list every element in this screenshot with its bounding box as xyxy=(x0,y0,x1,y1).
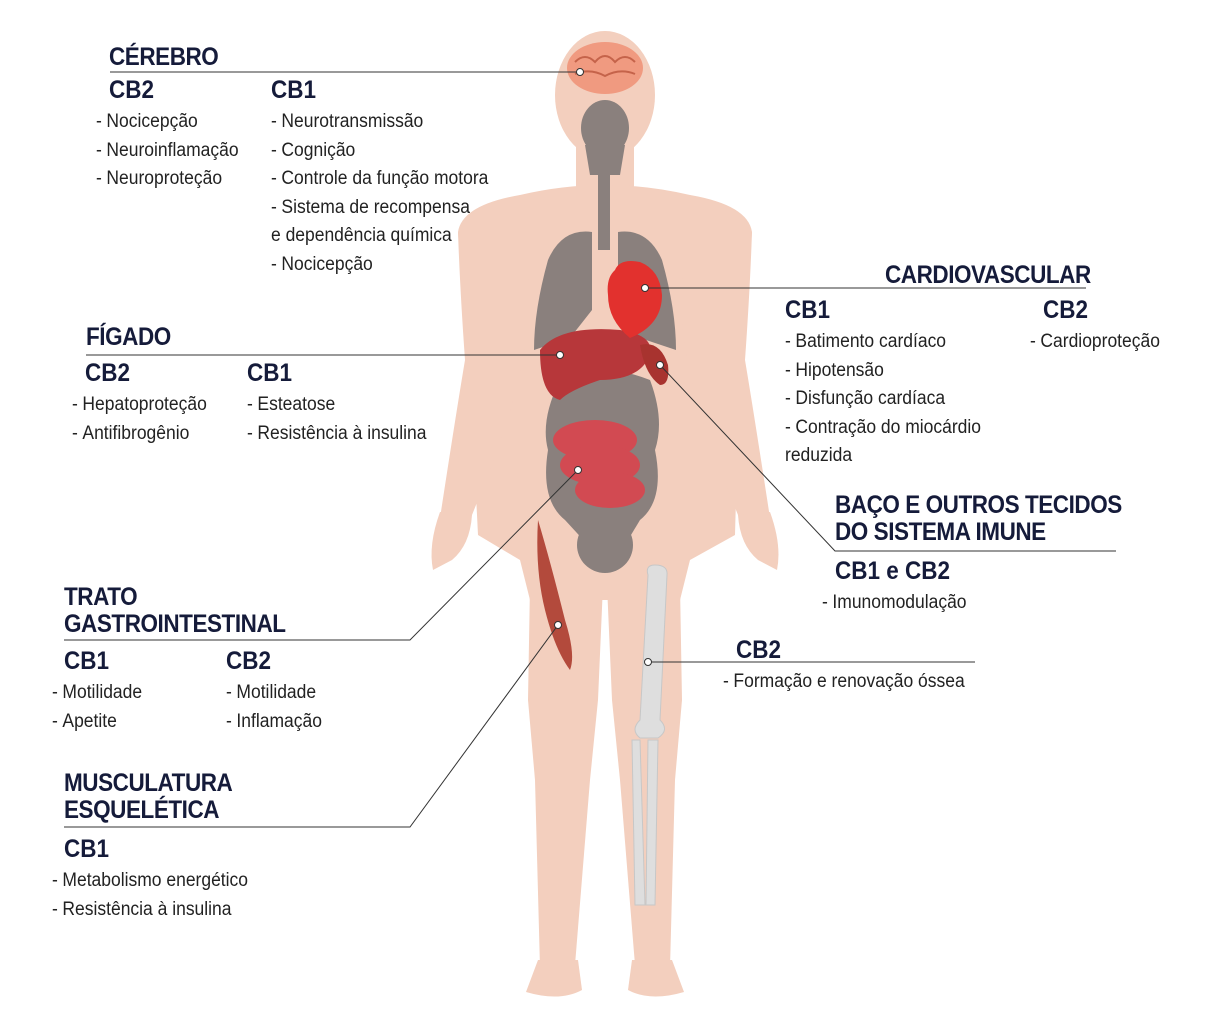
list-item: -Nocicepção xyxy=(96,111,198,132)
list-item: -Hepatoproteção xyxy=(72,394,207,415)
cerebro-cb1-label: CB1 xyxy=(271,76,317,104)
musculo-cb1-label: CB1 xyxy=(64,835,110,863)
cardio-cb1-list: -Batimento cardíaco -Hipotensão -Disfunç… xyxy=(785,328,998,471)
figado-cb1-list: -Esteatose -Resistência à insulina xyxy=(247,391,442,448)
list-item: -Contração do miocárdio xyxy=(785,416,982,438)
leader-gastro xyxy=(64,469,579,641)
baco-cb-list: -Imunomodulação xyxy=(822,589,979,618)
gastro-cb2-label: CB2 xyxy=(226,647,272,675)
musculo-cb1-block: CB1 -Metabolismo energético -Resistência… xyxy=(52,835,265,924)
list-item: -Antifibrogênio xyxy=(72,422,190,444)
baco-cb-block: CB1 e CB2 -Imunomodulação xyxy=(822,557,979,618)
list-item: -Apetite xyxy=(52,710,117,732)
baco-title: BAÇO E OUTROS TECIDOS DO SISTEMA IMUNE xyxy=(835,491,1122,546)
cerebro-cb1-list: -Neurotransmissão -Cognição -Controle da… xyxy=(271,108,507,279)
list-item: -Metabolismo energético xyxy=(52,870,249,891)
osso-cb2-list: -Formação e renovação óssea xyxy=(723,668,986,697)
musculo-cb1-list: -Metabolismo energético -Resistência à i… xyxy=(52,867,265,924)
body-silhouette xyxy=(431,31,779,997)
cerebro-cb2-list: -Nocicepção -Neuroinflamação -Neuroprote… xyxy=(96,108,251,194)
list-item: -Neurotransmissão xyxy=(271,111,424,132)
figado-cb2-label: CB2 xyxy=(85,359,131,387)
leader-dots xyxy=(554,68,664,666)
list-item: -Inflamação xyxy=(226,710,322,732)
list-item: -Neuroproteção xyxy=(96,168,223,189)
cardio-cb2-label: CB2 xyxy=(1043,296,1089,324)
cerebro-title: CÉREBRO xyxy=(109,43,219,71)
intestines-organ xyxy=(553,420,645,508)
spleen-organ xyxy=(640,344,669,385)
cerebro-cb2-label: CB2 xyxy=(109,76,155,104)
liver-organ xyxy=(540,329,651,400)
list-item: reduzida xyxy=(785,445,853,466)
brain-organ xyxy=(567,42,643,94)
list-item: -Resistência à insulina xyxy=(247,422,427,444)
leg-bone xyxy=(631,564,668,906)
list-item: e dependência química xyxy=(271,225,452,246)
list-item: -Cardioproteção xyxy=(1030,331,1160,352)
figado-cb1-block: CB1 -Esteatose -Resistência à insulina xyxy=(247,359,442,448)
gastro-cb1-list: -Motilidade -Apetite xyxy=(52,679,150,736)
cerebro-cb2-block: CB2 -Nocicepção -Neuroinflamação -Neurop… xyxy=(96,76,251,194)
gastro-cb1-label: CB1 xyxy=(64,647,110,675)
list-item: -Neuroinflamação xyxy=(96,139,239,161)
thigh-muscle xyxy=(537,520,573,670)
cardio-cb1-block: CB1 -Batimento cardíaco -Hipotensão -Dis… xyxy=(785,296,998,471)
cardio-cb2-block: CB2 -Cardioproteção xyxy=(1030,296,1171,357)
list-item: -Resistência à insulina xyxy=(52,898,232,920)
list-item: -Cognição xyxy=(271,139,356,161)
list-item: -Controle da função motora xyxy=(271,168,489,189)
list-item: -Imunomodulação xyxy=(822,592,967,613)
list-item: -Batimento cardíaco xyxy=(785,331,947,352)
gastro-cb2-list: -Motilidade -Inflamação xyxy=(226,679,330,736)
cardio-cb1-label: CB1 xyxy=(785,296,831,324)
figado-cb2-list: -Hepatoproteção -Antifibrogênio xyxy=(72,391,219,448)
cardio-cb2-list: -Cardioproteção xyxy=(1030,328,1171,357)
heart-organ xyxy=(607,261,662,338)
list-item: -Hipotensão xyxy=(785,359,884,381)
leader-baco xyxy=(659,364,1116,552)
list-item: -Motilidade xyxy=(52,682,143,703)
gastro-title: TRATO GASTROINTESTINAL xyxy=(64,583,286,638)
list-item: -Nocicepção xyxy=(271,253,373,275)
gastro-cb2-block: CB2 -Motilidade -Inflamação xyxy=(226,647,330,736)
gastro-cb1-block: CB1 -Motilidade -Apetite xyxy=(52,647,150,736)
figado-cb2-block: CB2 -Hepatoproteção -Antifibrogênio xyxy=(72,359,219,448)
list-item: -Motilidade xyxy=(226,682,317,703)
cardio-title: CARDIOVASCULAR xyxy=(885,261,1091,289)
list-item: -Disfunção cardíaca xyxy=(785,388,946,409)
list-item: -Sistema de recompensa xyxy=(271,196,470,218)
list-item: -Formação e renovação óssea xyxy=(723,671,965,692)
osso-cb2-block: CB2 -Formação e renovação óssea xyxy=(723,636,986,697)
cerebro-cb1-block: CB1 -Neurotransmissão -Cognição -Control… xyxy=(271,76,507,279)
osso-cb2-label: CB2 xyxy=(736,636,782,664)
figado-title: FÍGADO xyxy=(86,323,171,351)
baco-cb-label: CB1 e CB2 xyxy=(835,557,951,585)
list-item: -Esteatose xyxy=(247,394,336,415)
leader-lines xyxy=(64,71,1116,828)
leader-musculo xyxy=(64,624,559,828)
figado-cb1-label: CB1 xyxy=(247,359,293,387)
musculo-title: MUSCULATURA ESQUELÉTICA xyxy=(64,769,233,824)
